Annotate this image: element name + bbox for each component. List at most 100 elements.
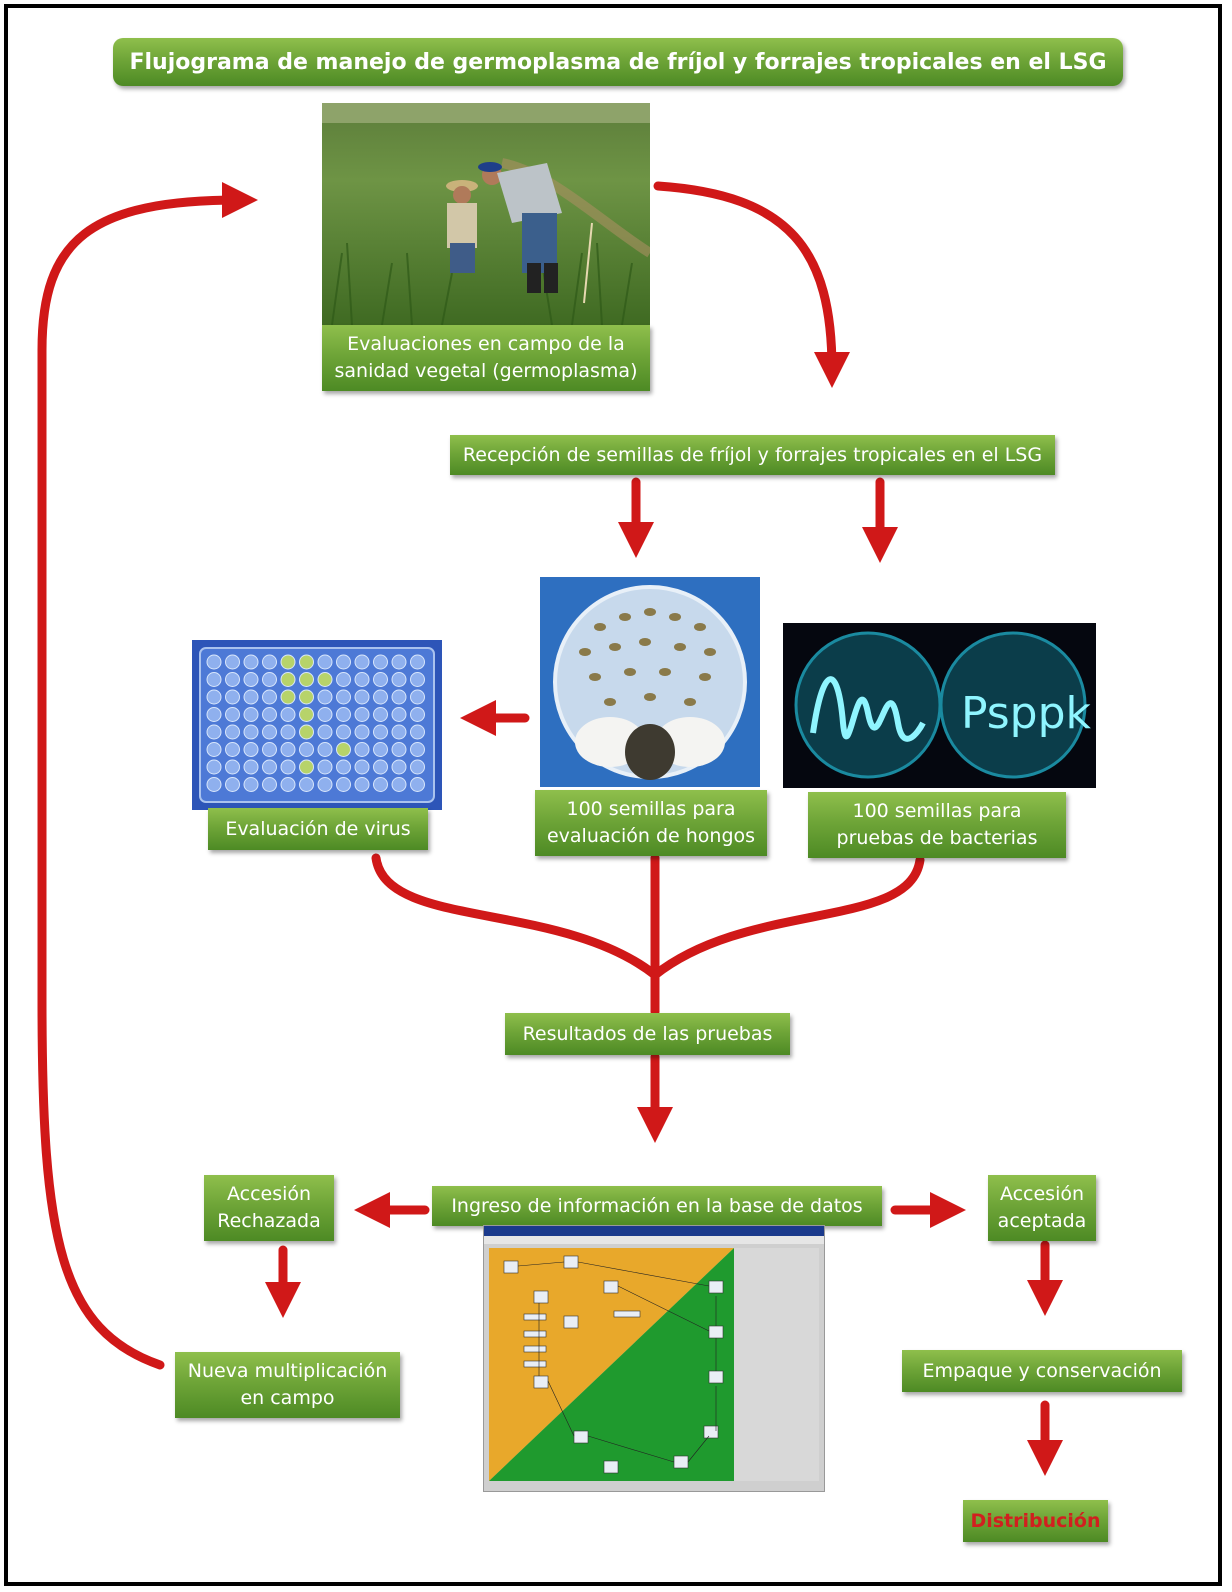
plate-well <box>410 742 425 757</box>
plate-well <box>373 672 388 687</box>
plate-well <box>391 654 407 670</box>
plate-well <box>225 672 240 687</box>
plate-well <box>206 759 222 775</box>
bacteria-merge-curve <box>650 855 925 980</box>
plate-well <box>280 759 296 775</box>
plate-well <box>354 742 370 757</box>
bacteria-tests-label: 100 semillas para pruebas de bacterias <box>808 792 1066 858</box>
plate-well <box>354 759 370 775</box>
results-box: Resultados de las pruebas <box>505 1013 790 1055</box>
photo-to-reception-arrow <box>653 181 850 388</box>
plate-well <box>391 759 407 775</box>
plate-well <box>336 654 351 670</box>
plate-well <box>299 689 314 705</box>
field-evaluation-label: Evaluaciones en campo de la sanidad vege… <box>322 325 650 391</box>
plate-well <box>299 742 314 757</box>
plate-well <box>410 654 425 670</box>
plate-well <box>206 707 222 722</box>
plate-well <box>317 724 333 740</box>
plate-well <box>299 672 314 687</box>
plate-well <box>354 724 370 740</box>
plate-well <box>410 724 425 740</box>
database-entry-box: Ingreso de información en la base de dat… <box>432 1186 882 1226</box>
plate-well <box>225 759 240 775</box>
plate-well <box>243 672 259 687</box>
plate-well <box>225 777 240 792</box>
plate-well <box>391 777 407 792</box>
plate-well <box>373 759 388 775</box>
plate-well <box>206 654 222 670</box>
plate-well <box>243 724 259 740</box>
virus-evaluation-label: Evaluación de virus <box>208 808 428 850</box>
plate-well <box>243 777 259 792</box>
plate-well <box>391 672 407 687</box>
plate-well <box>373 707 388 722</box>
plate-well <box>410 672 425 687</box>
plate-well <box>317 654 333 670</box>
plate-well <box>299 777 314 792</box>
plate-well <box>391 689 407 705</box>
plate-well <box>262 777 277 792</box>
plate-well <box>280 672 296 687</box>
plate-well <box>206 777 222 792</box>
plate-well <box>317 707 333 722</box>
plate-well <box>354 672 370 687</box>
distribution-label: Distribución <box>970 1509 1101 1532</box>
plate-well <box>262 724 277 740</box>
plate-well <box>410 777 425 792</box>
packing-conservation-box: Empaque y conservación <box>902 1350 1182 1392</box>
new-multiplication-box: Nueva multiplicación en campo <box>175 1352 400 1418</box>
virus-elisa-plate-photo <box>192 640 442 810</box>
plate-well <box>410 689 425 705</box>
page-title: Flujograma de manejo de germoplasma de f… <box>113 38 1123 86</box>
plate-well <box>336 777 351 792</box>
plate-well <box>243 689 259 705</box>
plate-well <box>336 759 351 775</box>
plate-well <box>280 689 296 705</box>
plate-well <box>317 759 333 775</box>
plate-well <box>317 742 333 757</box>
plate-well <box>373 724 388 740</box>
plate-well <box>317 689 333 705</box>
fungi-petri-dish-photo <box>540 577 760 787</box>
plate-well <box>336 724 351 740</box>
plate-well <box>354 777 370 792</box>
database-software-screenshot <box>483 1225 825 1492</box>
plate-well <box>336 689 351 705</box>
field-evaluation-photo <box>322 103 650 325</box>
plate-well <box>299 724 314 740</box>
plate-well <box>262 689 277 705</box>
plate-well <box>262 759 277 775</box>
diagram-frame <box>4 4 1222 1586</box>
plate-well <box>280 742 296 757</box>
plate-well <box>262 654 277 670</box>
plate-well <box>336 742 351 757</box>
accession-rejected-box: Accesión Rechazada <box>204 1175 334 1241</box>
plate-well <box>317 672 333 687</box>
bacteria-fluorescence-photo: Psppk <box>783 623 1096 788</box>
fluorescent-text: Psppk <box>961 688 1092 739</box>
plate-well <box>391 707 407 722</box>
plate-well <box>262 742 277 757</box>
plate-well <box>280 777 296 792</box>
plate-well <box>391 724 407 740</box>
plate-well <box>243 742 259 757</box>
plate-well <box>206 672 222 687</box>
plate-well <box>336 707 351 722</box>
plate-well <box>225 689 240 705</box>
plate-well <box>354 654 370 670</box>
plate-well <box>391 742 407 757</box>
accession-accepted-box: Accesión aceptada <box>988 1175 1096 1241</box>
distribution-box: Distribución <box>963 1500 1108 1542</box>
plate-well <box>317 777 333 792</box>
plate-well <box>373 654 388 670</box>
plate-well <box>243 759 259 775</box>
plate-well <box>373 689 388 705</box>
plate-well <box>336 672 351 687</box>
plate-well <box>373 777 388 792</box>
reception-box: Recepción de semillas de fríjol y forraj… <box>450 435 1055 475</box>
plate-well <box>225 724 240 740</box>
plate-well <box>354 707 370 722</box>
fungi-evaluation-label: 100 semillas para evaluación de hongos <box>535 790 767 856</box>
